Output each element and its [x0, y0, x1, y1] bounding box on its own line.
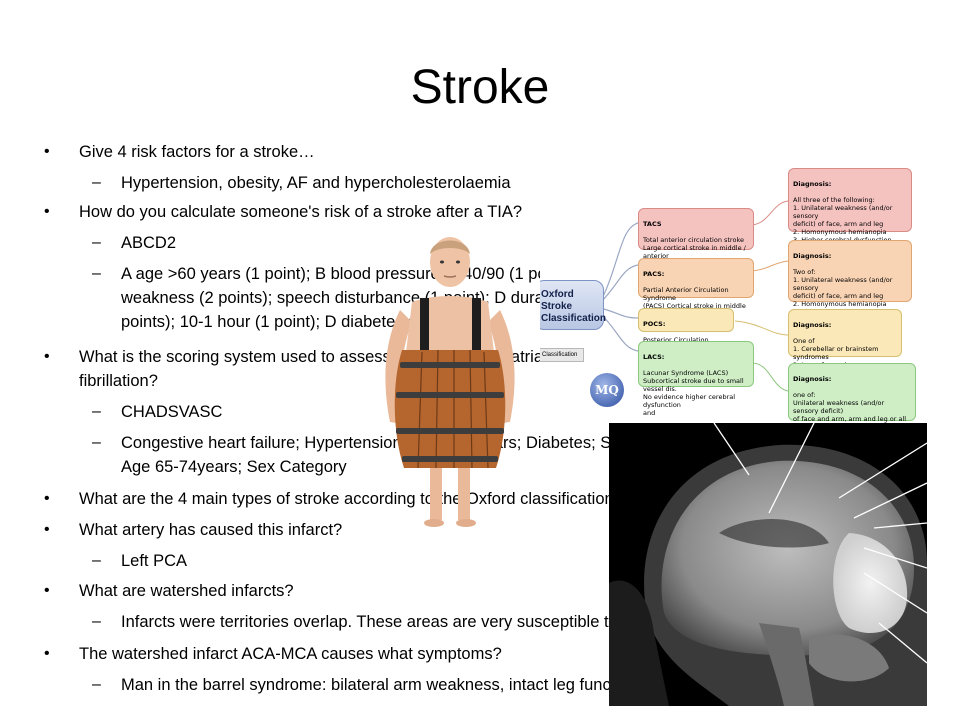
- sub-bullet-marker: –: [92, 265, 101, 282]
- mindmap-center-node: Oxford Stroke Classification: [540, 280, 606, 330]
- left-foot: [424, 519, 444, 527]
- pacs-diagnosis-node: Diagnosis: Two of: 1. Unilateral weaknes…: [788, 240, 912, 332]
- sub-bullet-marker: –: [92, 613, 101, 630]
- sub-bullet-text: ABCD2: [121, 234, 177, 252]
- mq-logo: MQ: [590, 373, 624, 407]
- brain-mri-image: [609, 423, 927, 706]
- lacs-node: LACS: Lacunar Syndrome (LACS) Subcortica…: [638, 341, 754, 417]
- pocs-node: POCS: Posterior Circulation Syndrome: [638, 308, 734, 352]
- annotation-lines: [713, 423, 927, 664]
- hair: [430, 240, 470, 254]
- bullet-marker: •: [44, 203, 50, 220]
- barrel: [394, 350, 506, 468]
- sub-bullet-marker: –: [92, 234, 101, 251]
- lacs-node-title: LACS:: [643, 353, 665, 361]
- bullet-text: The watershed infarct ACA-MCA causes wha…: [79, 645, 502, 663]
- oxford-classification-mindmap: Oxford Stroke Classification Classificat…: [540, 163, 920, 425]
- sub-bullet-marker: –: [92, 174, 101, 191]
- sub-bullet-marker: –: [92, 552, 101, 569]
- tacs-node: TACS Total anterior circulation stroke L…: [638, 208, 754, 268]
- pocs-diagnosis-node: Diagnosis: One of 1. Cerebellar or brain…: [788, 309, 902, 385]
- bullet-marker: •: [44, 645, 50, 662]
- bullet-marker: •: [44, 143, 50, 160]
- pacs-node-title: PACS:: [643, 270, 665, 278]
- face-profile: [609, 580, 669, 706]
- sub-bullet-marker: –: [92, 403, 101, 420]
- man-in-barrel-image: [385, 237, 515, 527]
- diagnosis-title: Diagnosis:: [793, 252, 832, 260]
- sub-bullet-marker: –: [92, 434, 101, 451]
- bullet-text: How do you calculate someone's risk of a…: [79, 203, 523, 221]
- mindmap-connectors: [599, 200, 789, 392]
- bullet-text-continued: fibrillation?: [79, 372, 158, 390]
- left-leg: [430, 468, 442, 520]
- left-eye: [440, 260, 444, 264]
- head: [430, 237, 470, 287]
- tacs-node-title: TACS: [643, 220, 662, 228]
- left-strap: [420, 298, 429, 356]
- mri-scan-drawing: [609, 423, 927, 706]
- sub-bullet-marker: –: [92, 676, 101, 693]
- bullet-text: What artery has caused this infarct?: [79, 521, 343, 539]
- bullet-text: Give 4 risk factors for a stroke…: [79, 143, 315, 161]
- lacs-node-body: Lacunar Syndrome (LACS) Subcortical stro…: [643, 369, 744, 417]
- mindmap-tag: Classification: [540, 348, 584, 362]
- diagnosis-title: Diagnosis:: [793, 321, 832, 329]
- right-strap: [472, 298, 481, 356]
- sub-bullet-text: CHADSVASC: [121, 403, 223, 421]
- bullet-text: What are the 4 main types of stroke acco…: [79, 490, 623, 508]
- corpus-callosum: [719, 519, 829, 548]
- infarct-region: [833, 533, 908, 634]
- diagnosis-title: Diagnosis:: [793, 180, 832, 188]
- mouth: [443, 275, 457, 278]
- diagnosis-body: one of: Unilateral weakness (and/or sens…: [793, 391, 907, 425]
- sub-bullet-text-continued: points); 10-1 hour (1 point); D diabetes…: [121, 313, 469, 331]
- cerebellum: [809, 634, 889, 682]
- bullet-text: What are watershed infarcts?: [79, 582, 294, 600]
- pocs-node-title: POCS:: [643, 320, 666, 328]
- lacs-diagnosis-node: Diagnosis: one of: Unilateral weakness (…: [788, 363, 916, 425]
- brainstem: [759, 623, 814, 706]
- right-foot: [456, 519, 476, 527]
- sub-bullet-text: Left PCA: [121, 552, 188, 570]
- bullet-marker: •: [44, 348, 50, 365]
- right-leg: [458, 468, 470, 520]
- sub-bullet-text: A age >60 years (1 point); B blood press…: [121, 265, 663, 283]
- diagnosis-title: Diagnosis:: [793, 375, 832, 383]
- bullet-marker: •: [44, 521, 50, 538]
- sub-bullet-text-continued: Age 65-74years; Sex Category: [121, 458, 347, 476]
- slide-title: Stroke: [410, 61, 550, 114]
- sub-bullet-text: Hypertension, obesity, AF and hyperchole…: [121, 174, 511, 192]
- pacs-node: PACS: Partial Anterior Circulation Syndr…: [638, 258, 754, 326]
- sub-bullet-text-continued: weakness (2 points); speech disturbance …: [121, 289, 662, 307]
- bullet-marker: •: [44, 490, 50, 507]
- sub-bullet-text: Man in the barrel syndrome: bilateral ar…: [121, 676, 638, 694]
- barrel-staves: [417, 349, 489, 469]
- barrel-hoops: [396, 362, 504, 462]
- bullet-marker: •: [44, 582, 50, 599]
- sub-bullet-text: Infarcts were territories overlap. These…: [121, 613, 731, 631]
- tacs-diagnosis-node: Diagnosis: All three of the following: 1…: [788, 168, 912, 260]
- right-eye: [456, 260, 460, 264]
